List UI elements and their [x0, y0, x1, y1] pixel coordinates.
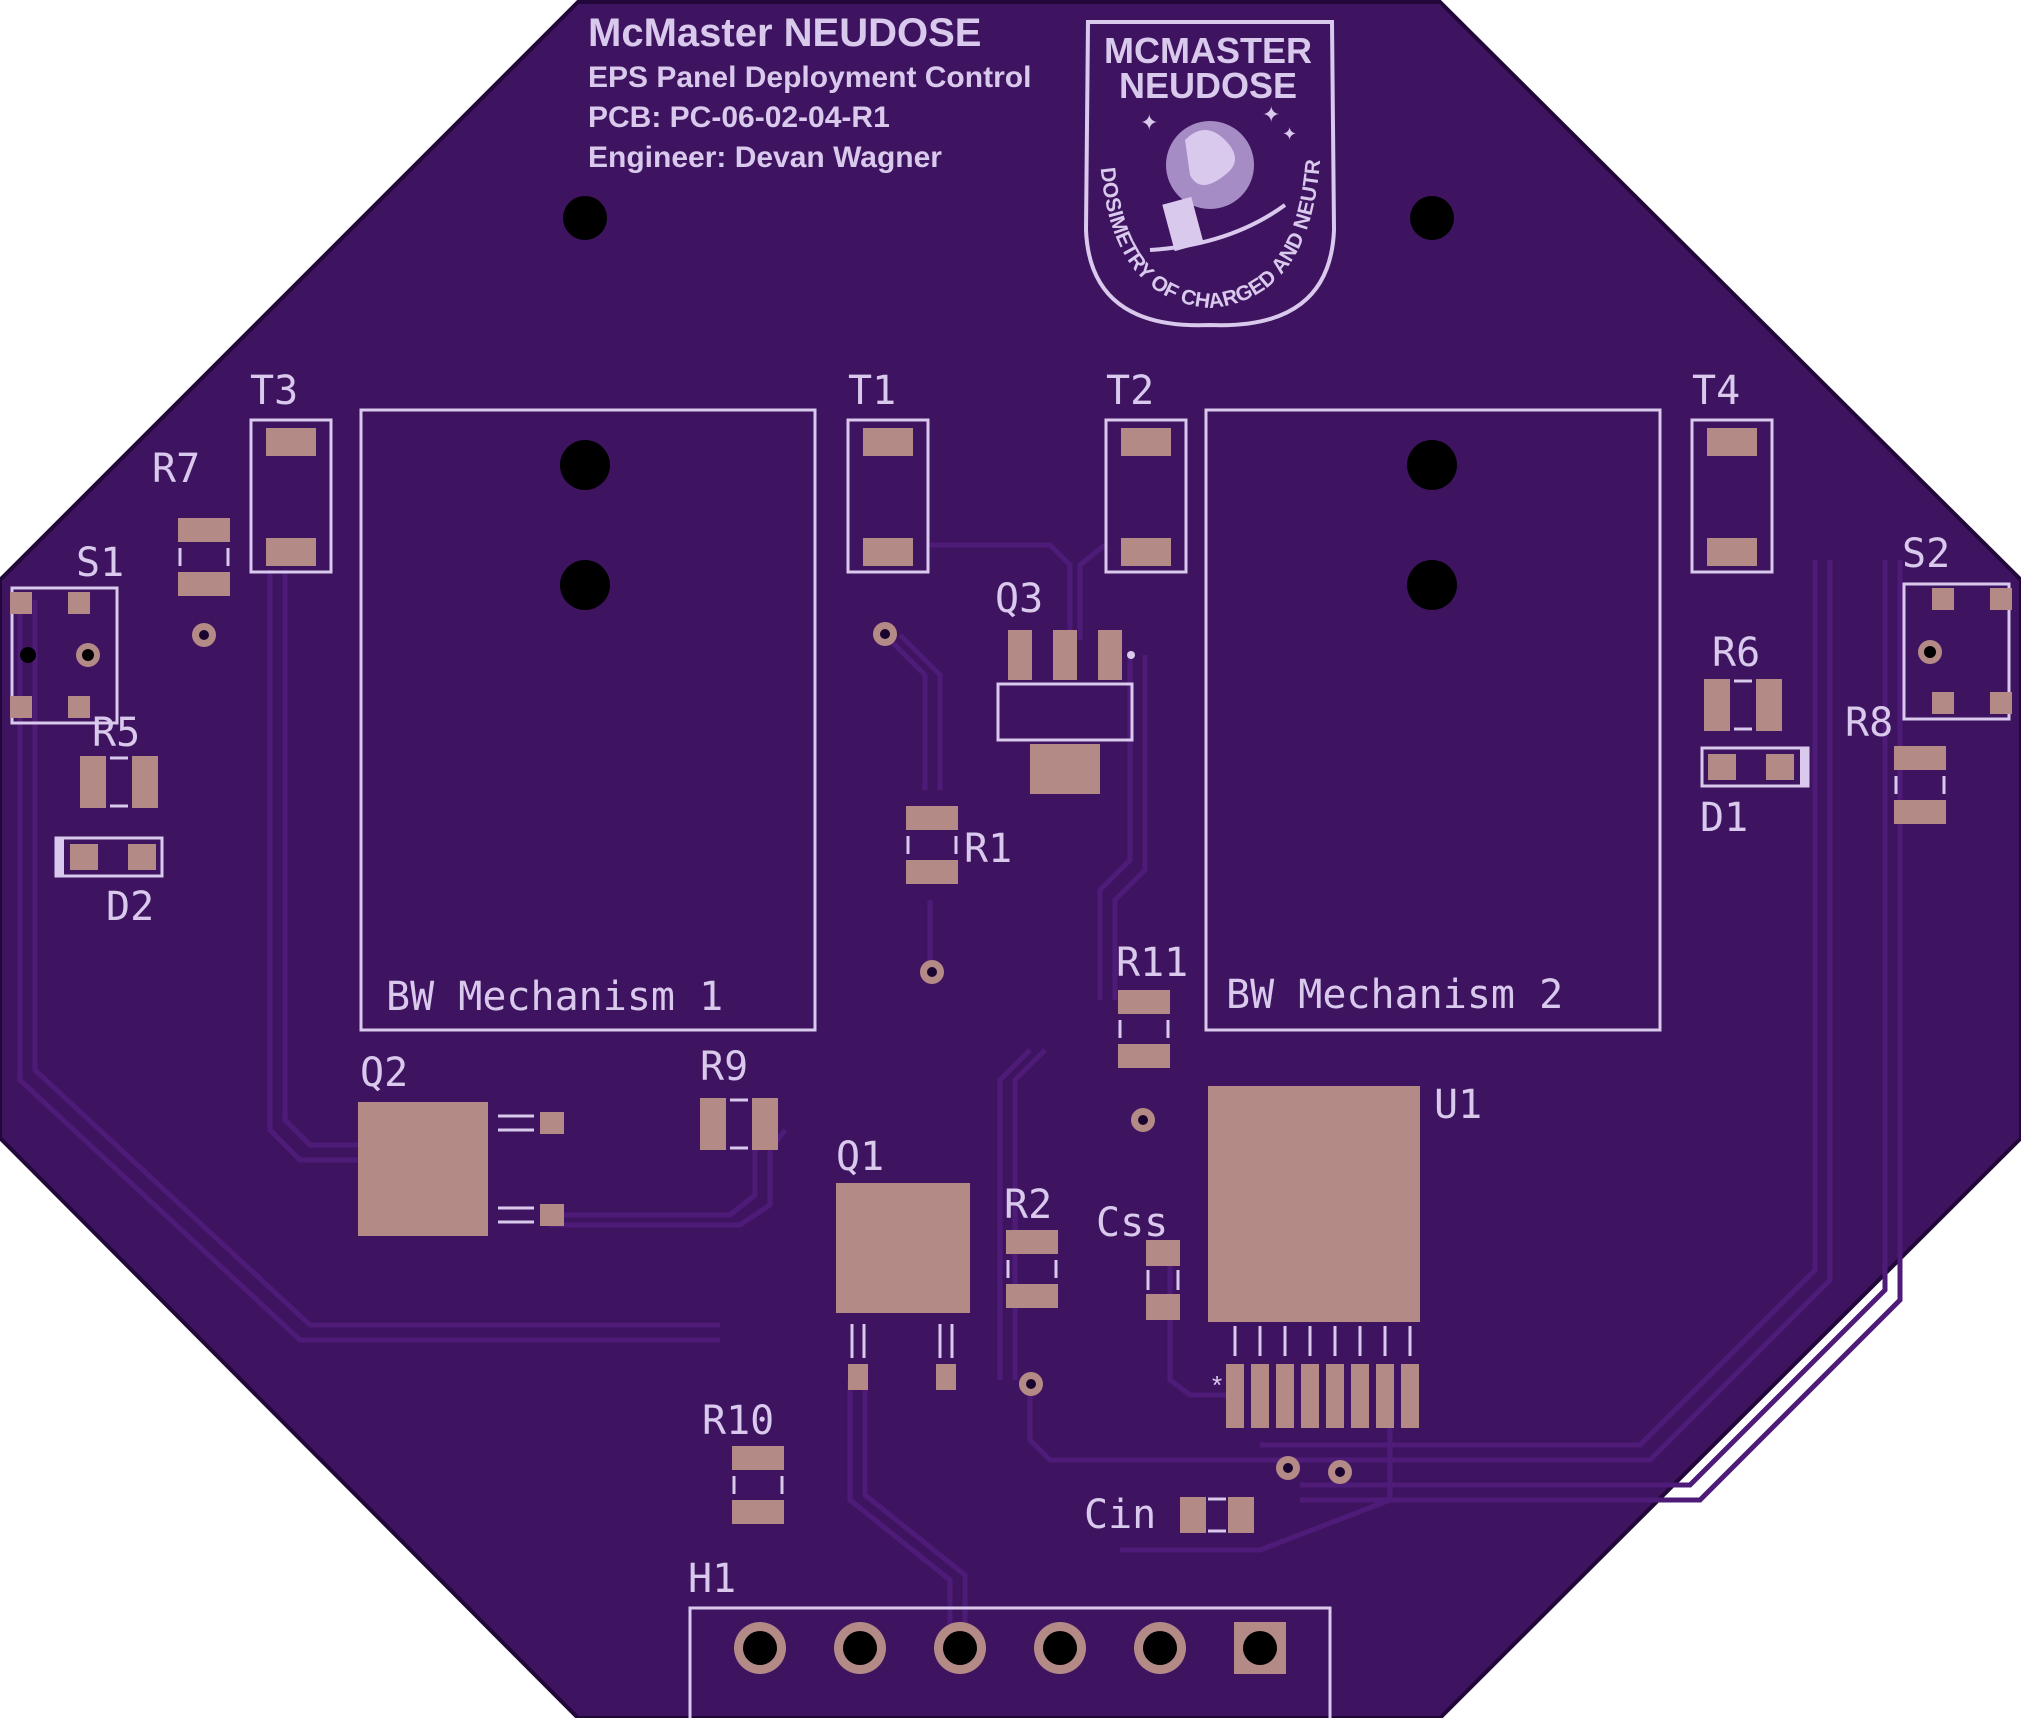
label-D1: D1	[1700, 795, 1748, 841]
bw-mechanism-2-outline	[1204, 408, 1662, 1032]
logo-continent	[1185, 130, 1235, 185]
bw-mechanism-1-outline	[359, 408, 817, 1032]
D2-footprint	[54, 836, 164, 878]
Css-footprint	[1146, 1240, 1180, 1320]
label-Q2: Q2	[360, 1050, 408, 1096]
mount-hole-right	[1410, 196, 1454, 240]
label-Q1: Q1	[836, 1134, 884, 1180]
bw-mechanism-1-label: BW Mechanism 1	[386, 974, 723, 1020]
logo-star-1: ✦	[1140, 110, 1158, 135]
label-T1: T1	[848, 368, 896, 414]
R7-footprint	[178, 518, 230, 647]
logo-satellite	[1162, 196, 1204, 252]
label-D2: D2	[106, 884, 154, 930]
copper-traces	[17, 542, 1903, 1640]
label-H1: H1	[688, 1556, 736, 1602]
label-T2: T2	[1106, 368, 1154, 414]
Q3-footprint	[996, 630, 1135, 794]
S2-footprint	[1902, 582, 2012, 721]
H1-header[interactable]	[688, 1606, 1332, 1718]
T3-footprint	[249, 418, 333, 574]
logo-swoosh	[1149, 203, 1287, 252]
label-Q3: Q3	[995, 576, 1043, 622]
label-R1: R1	[964, 826, 1012, 872]
refdes-labels: T3 T1 T2 T4 R7 S1 S2 R5 D2 Q3 R1 R6 R8 D…	[76, 368, 1950, 1602]
label-U1: U1	[1434, 1082, 1482, 1128]
label-Cin: Cin	[1084, 1492, 1156, 1538]
bw-mechanism-2-label: BW Mechanism 2	[1226, 972, 1563, 1018]
T4-footprint	[1690, 418, 1774, 574]
label-R2: R2	[1004, 1182, 1052, 1228]
logo-line2: NEUDOSE	[1119, 65, 1297, 106]
board-engineer: Engineer: Devan Wagner	[588, 141, 942, 174]
D1-footprint	[1700, 746, 1810, 788]
Q2-footprint	[358, 1102, 564, 1236]
label-R9: R9	[700, 1044, 748, 1090]
label-R10: R10	[702, 1398, 774, 1444]
R9-footprint	[700, 1098, 778, 1150]
S1-footprint	[10, 586, 119, 725]
label-R8: R8	[1845, 700, 1893, 746]
logo-star-2: ✦	[1262, 102, 1280, 127]
R11-footprint	[1118, 990, 1170, 1068]
R1-footprint	[906, 806, 958, 884]
U1-pin1-marker: *	[1212, 1370, 1222, 1400]
label-R7: R7	[152, 446, 200, 492]
R6-footprint	[1704, 679, 1782, 731]
mount-hole-left	[563, 196, 607, 240]
mech2-hole-top	[1407, 440, 1457, 490]
U1-footprint: *	[1208, 1086, 1420, 1428]
R2-footprint	[1006, 1230, 1058, 1308]
R8-footprint	[1894, 746, 1946, 824]
mech1-hole-top	[560, 440, 610, 490]
board-pcb-number: PCB: PC-06-02-04-R1	[588, 101, 890, 134]
label-Css: Css	[1096, 1200, 1168, 1246]
logo-star-3: ✦	[1282, 124, 1297, 144]
R10-footprint	[732, 1446, 784, 1524]
logo-line1: MCMASTER	[1104, 30, 1312, 71]
label-S2: S2	[1902, 531, 1950, 577]
label-R6: R6	[1712, 630, 1760, 676]
board-subtitle: EPS Panel Deployment Control	[588, 61, 1031, 94]
board-title: McMaster NEUDOSE	[588, 11, 981, 55]
mech1-hole-bottom	[560, 560, 610, 610]
Q1-footprint	[836, 1183, 970, 1390]
label-R5: R5	[92, 710, 140, 756]
Cin-footprint	[1180, 1497, 1254, 1533]
label-T4: T4	[1692, 368, 1740, 414]
resistor-footprints	[178, 518, 1946, 1524]
label-R11: R11	[1116, 940, 1188, 986]
mech2-hole-bottom	[1407, 560, 1457, 610]
T2-footprint	[1104, 418, 1188, 574]
mounting-holes	[560, 196, 1457, 610]
T1-footprint	[846, 418, 930, 574]
label-T3: T3	[250, 368, 298, 414]
R5-footprint	[80, 756, 158, 808]
logo-shield	[1083, 20, 1337, 328]
label-S1: S1	[76, 540, 124, 586]
U1-pins	[1226, 1364, 1419, 1428]
